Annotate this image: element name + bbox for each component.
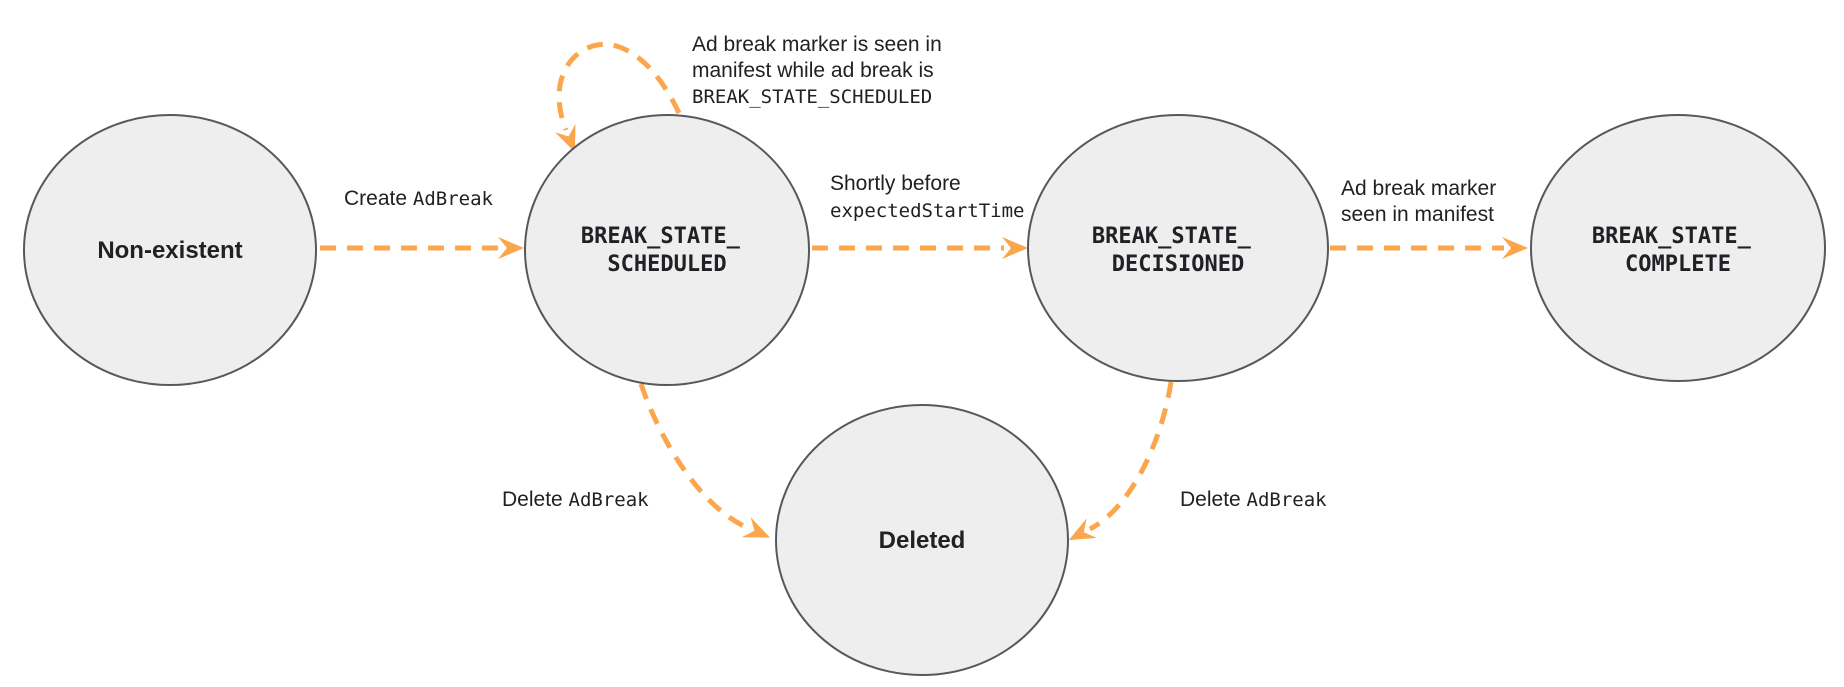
node-circle [1530,114,1826,382]
edge-labels: Create AdBreak Ad break marker is seen i… [344,33,1496,511]
marker-seen-line2: seen in manifest [1341,203,1494,226]
node-label-non-existent: Non-existent [97,237,242,264]
edge-label-marker-seen: Ad break marker seen in manifest [1341,177,1496,226]
self-loop-line2: manifest while ad break is [692,59,934,82]
self-loop-line1: Ad break marker is seen in [692,33,942,56]
edge-label-self-loop: Ad break marker is seen in manifest whil… [692,33,942,108]
edges [320,41,1528,541]
node-label-scheduled: BREAK_STATE_ SCHEDULED [581,224,753,277]
edge-scheduled-to-deleted [638,383,770,538]
state-node-scheduled: BREAK_STATE_ SCHEDULED [524,114,810,386]
expected-start-time-code: expectedStartTime [830,200,1024,222]
marker-seen-line1: Ad break marker [1341,177,1496,200]
state-node-decisioned: BREAK_STATE_ DECISIONED [1027,114,1329,382]
edge-label-shortly-before: Shortly before expectedStartTime [830,172,1024,222]
edge-label-delete-adbreak-right: Delete AdBreak [1180,488,1327,511]
state-node-deleted: Deleted [775,404,1069,676]
edge-label-delete-adbreak-left: Delete AdBreak [502,488,649,511]
self-loop-line3: BREAK_STATE_SCHEDULED [692,86,932,108]
node-circle [524,114,810,386]
node-circle [1027,114,1329,382]
edge-self-loop-scheduled [555,41,682,153]
edge-decisioned-to-deleted [1068,381,1174,541]
nodes: Non-existent BREAK_STATE_ SCHEDULED BREA… [23,114,1826,676]
node-label-complete: BREAK_STATE_ COMPLETE [1592,224,1764,277]
state-node-non-existent: Non-existent [23,114,317,386]
state-node-complete: BREAK_STATE_ COMPLETE [1530,114,1826,382]
shortly-before-text: Shortly before [830,172,961,195]
node-label-deleted: Deleted [879,527,966,554]
node-circle [775,404,1069,676]
node-label-decisioned: BREAK_STATE_ DECISIONED [1092,224,1264,277]
node-circle [23,114,317,386]
edge-label-create-adbreak: Create AdBreak [344,187,494,210]
